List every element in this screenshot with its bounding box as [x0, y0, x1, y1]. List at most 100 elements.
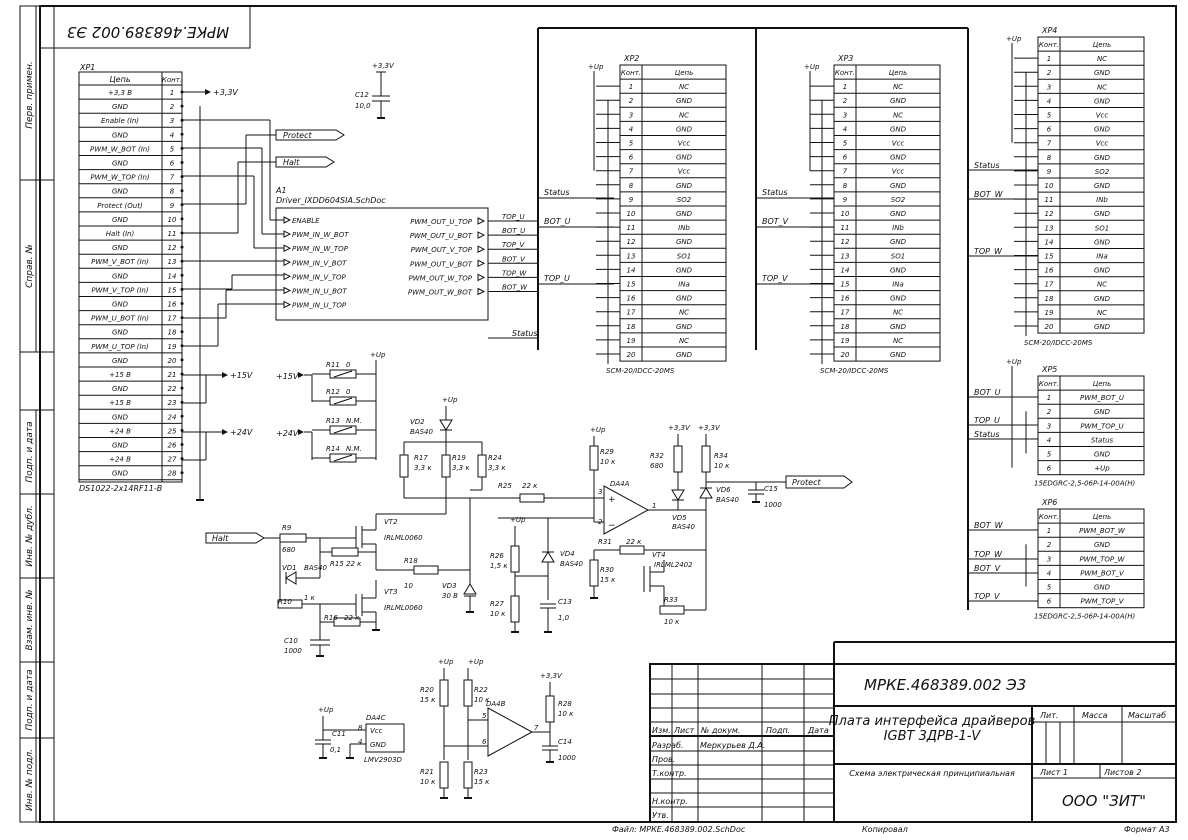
- xp1-net-label: Protect (Out): [97, 202, 143, 210]
- xp4-net-label: GND: [1094, 182, 1111, 190]
- xp2-pin-label: 7: [629, 168, 634, 176]
- xp3-net-label: NC: [893, 111, 903, 119]
- xp1-pin-label: 3: [170, 117, 174, 125]
- a1-ref: A1: [275, 186, 287, 195]
- xp3-pin-label: 11: [841, 224, 850, 232]
- footer-copied: Копировал: [862, 825, 908, 834]
- xp2-net-label: GND: [676, 295, 693, 303]
- xp1-net-label: GND: [112, 301, 129, 309]
- xp5-net-label: PWM_BOT_U: [1080, 394, 1124, 402]
- xp4-pin-label: 9: [1047, 168, 1052, 176]
- xp1-net-label: GND: [112, 244, 129, 252]
- r13-ref: R13: [326, 417, 340, 425]
- c10-val: 1000: [284, 647, 302, 655]
- xp4-pin-label: 1: [1047, 55, 1051, 63]
- r32-supply: +3,3V: [668, 424, 691, 432]
- xp2-pin-label: 20: [627, 351, 636, 359]
- tb-role-razrab: Разраб.: [652, 741, 683, 750]
- xp2-net-label: GND: [676, 323, 693, 331]
- drawing-frame: [39, 5, 1177, 823]
- xp4-pin-label: 18: [1045, 295, 1054, 303]
- r16-val: 22 к: [344, 614, 360, 622]
- a1-input-port: [283, 244, 292, 253]
- xp4-pin-label: 8: [1047, 154, 1052, 162]
- xp3-net-label: NC: [893, 337, 903, 345]
- a1-input-label: PWM_IN_U_BOT: [292, 288, 347, 296]
- r31-ref: R31: [598, 538, 612, 546]
- vd3-ref: VD3: [442, 582, 457, 590]
- vd5-ref: VD5: [672, 514, 687, 522]
- da4a-ref: DA4A: [610, 480, 630, 488]
- xp1-net-label: +3,3 В: [108, 89, 132, 97]
- a1-output-port: [477, 273, 486, 282]
- xp1-pin-label: 10: [168, 216, 177, 224]
- xp5-pin-label: 1: [1047, 394, 1051, 402]
- vd1-ref: VD1: [282, 564, 297, 572]
- xp6-ref: XP6: [1041, 498, 1057, 507]
- xp5-net-label: GND: [1094, 451, 1111, 459]
- xp1-pin-label: 1: [170, 89, 174, 97]
- xp2-net-label: GND: [676, 238, 693, 246]
- protect-flag-label: Protect: [283, 131, 312, 140]
- strip-vzam-inv: Взам. инв. №: [25, 589, 35, 650]
- xp4-net-label: NC: [1097, 309, 1107, 317]
- da4a-plus: +: [608, 495, 616, 505]
- r34-ref: R34: [714, 452, 728, 460]
- c13-val: 1,0: [558, 614, 570, 622]
- a1-input-port: [283, 272, 292, 281]
- r22-up: +Up: [468, 658, 484, 666]
- xp2-net-label: GND: [676, 125, 693, 133]
- xp2-col-pin: Конт.: [621, 69, 641, 77]
- r29-ref: R29: [600, 448, 614, 456]
- net-botv-xp3: BOT_V: [762, 217, 789, 226]
- xp1-net-label: PWM_W_BOT (In): [90, 145, 150, 153]
- xp1-pin-dot: [180, 330, 184, 334]
- xp1-net-label: PWM_W_TOP (In): [90, 174, 150, 182]
- xp1-pin-label: 23: [168, 399, 177, 407]
- capacitor-c12: +3,3V C12 10,0: [355, 62, 395, 119]
- xp4-pin-label: 14: [1045, 238, 1054, 246]
- a1-out-net-label: BOT_U: [502, 227, 525, 235]
- xp3-net-label: GND: [890, 323, 907, 331]
- top-stamp-box: [39, 5, 251, 49]
- c11-ref: C11: [332, 730, 346, 738]
- xp3-net-label: SO1: [891, 252, 905, 260]
- xp6-pin-label: 2: [1047, 541, 1052, 549]
- c14-val: 1000: [558, 754, 576, 762]
- xp2-pin-label: 16: [627, 295, 636, 303]
- r28-supply: +3,3V: [540, 672, 563, 680]
- a1-output-label: PWM_OUT_U_BOT: [410, 232, 473, 240]
- vt3-val: IRLML0060: [384, 604, 423, 612]
- net-botw-xp6: BOT_W: [974, 521, 1004, 530]
- c12-ref: C12: [355, 91, 369, 99]
- r23-val: 15 к: [474, 778, 490, 786]
- strip-podp-data-1: Подп. и дата: [25, 421, 35, 482]
- xp2-net-label: GND: [676, 351, 693, 359]
- top-stamp-code: МРКЕ.468389.002 Э3: [67, 23, 229, 41]
- net-status-a1: Status: [512, 329, 538, 338]
- xp1-net-label: +15 В: [109, 399, 131, 407]
- r14-ref: R14: [326, 445, 340, 453]
- xp1-pin-dot: [180, 273, 184, 277]
- xp3-net-label: GND: [890, 295, 907, 303]
- a1-out-net-label: TOP_U: [502, 213, 525, 221]
- net-status-xp4: Status: [974, 161, 1000, 170]
- tb-col-date: Дата: [807, 726, 829, 735]
- xp3-net-label: Vcc: [892, 168, 905, 176]
- xp4-net-label: NC: [1097, 281, 1107, 289]
- xp4-net-label: Vcc: [1096, 112, 1109, 120]
- a1-output-label: PWM_OUT_V_BOT: [410, 260, 473, 268]
- xp2-pin-label: 17: [627, 309, 636, 317]
- xp1-pin-dot: [180, 428, 184, 432]
- xp1-wiring: +3,3V +15V: [182, 88, 284, 501]
- xp3-pin-label: 4: [843, 125, 847, 133]
- xp4-body: [1037, 36, 1145, 334]
- xp4-net-label: Vcc: [1096, 140, 1109, 148]
- xp1-net-label: GND: [112, 413, 129, 421]
- r14-slash: [333, 454, 353, 462]
- xp6-part: 15EDGRC-2,5-06P-14-00A(H): [1034, 613, 1135, 621]
- net-topu-xp5: TOP_U: [974, 416, 1000, 425]
- a1-input-label: PWM_IN_W_TOP: [292, 245, 349, 253]
